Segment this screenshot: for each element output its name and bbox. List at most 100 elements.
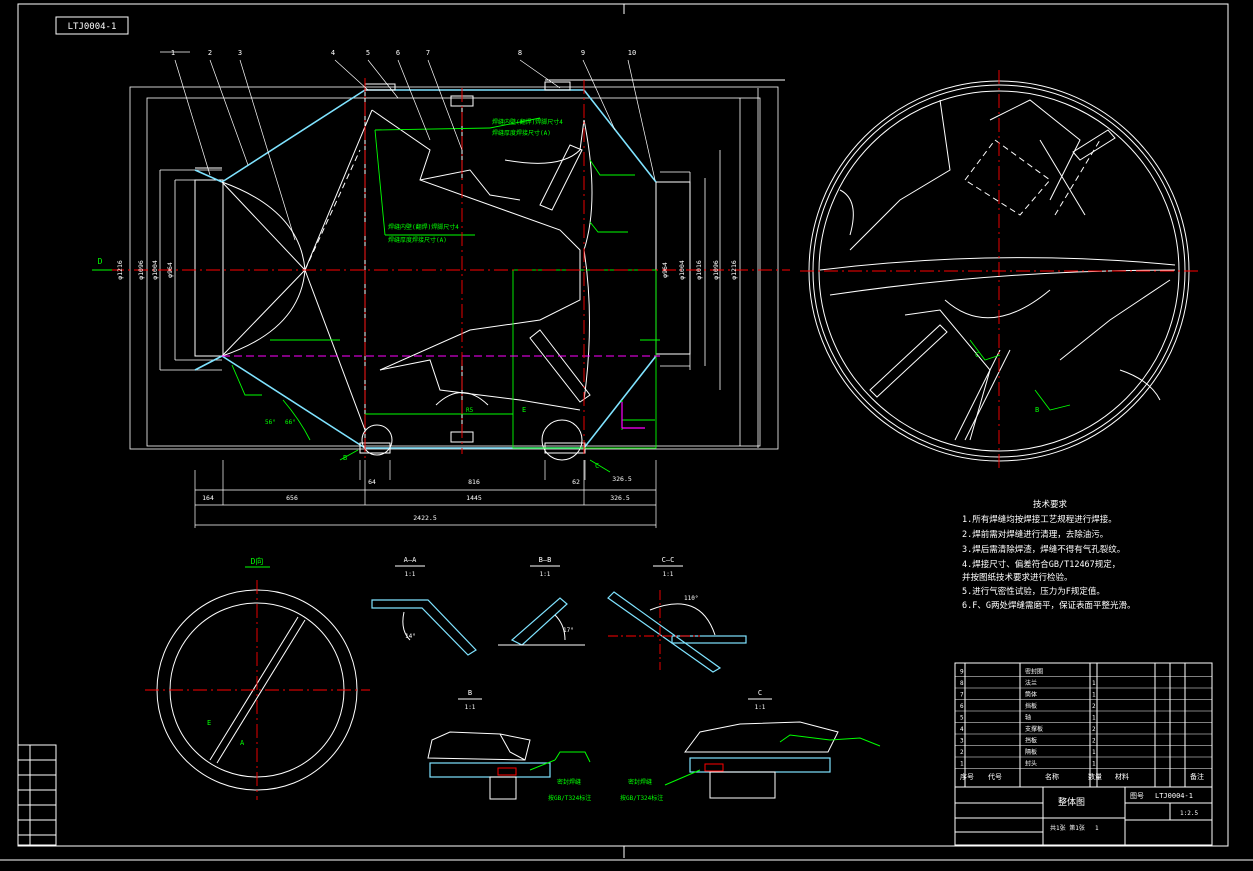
detail-c-title: C xyxy=(758,689,762,697)
dim-right-2: φ1004 xyxy=(678,260,686,280)
tb-sign-row: 共1张 第1张 xyxy=(1050,824,1085,832)
leader-number-7: 7 xyxy=(426,49,430,57)
d-view-mark-e: E xyxy=(207,719,211,727)
dim-r-label: R5 xyxy=(466,407,474,414)
dim-right-1: φ964 xyxy=(661,262,669,278)
tb-row-cell: 隔板 xyxy=(1025,748,1037,756)
tb-scale: 1:2.5 xyxy=(1180,810,1198,817)
section-a-scale: 1:1 xyxy=(405,571,416,578)
tb-row-cell: 1 xyxy=(1092,761,1096,768)
section-c-c: C—C 1:1 110° xyxy=(607,556,747,673)
angle-label-2: 66° xyxy=(285,419,296,426)
d-view-mark-a: A xyxy=(240,739,245,747)
tb-row-cell: 法兰 xyxy=(1025,679,1037,687)
section-b-angle: 17° xyxy=(563,627,574,634)
tb-row-cell: 支撑板 xyxy=(1025,725,1043,733)
section-b-scale: 1:1 xyxy=(540,571,551,578)
tech-req-item-4: 4.焊接尺寸、偏差符合GB/T12467规定， xyxy=(962,559,1120,570)
detail-c-note1: 密封焊缝 xyxy=(628,778,652,786)
leader-number-8: 8 xyxy=(518,49,522,57)
stamp-text: LTJ0004-1 xyxy=(68,22,117,32)
detail-e-mark: E xyxy=(522,406,526,414)
section-c-title: C—C xyxy=(662,556,675,564)
tech-req-item-1: 1.所有焊缝均按焊接工艺规程进行焊接。 xyxy=(962,514,1117,525)
technical-requirements: 技术要求 1.所有焊缝均按焊接工艺规程进行焊接。 2.焊前需对焊缝进行清理，去除… xyxy=(962,499,1135,611)
dim-flange-b: 62 xyxy=(572,478,580,486)
section-a-a: A—A 1:1 14° xyxy=(371,556,477,656)
dim-center: 1445 xyxy=(466,494,482,502)
drawing-border xyxy=(0,3,1253,861)
tb-row-cell: 1 xyxy=(1092,680,1096,687)
tb-drawing-label: 图号 xyxy=(1130,792,1144,800)
tb-drawing-no: LTJ0004-1 xyxy=(1155,792,1193,800)
section-a-title: A—A xyxy=(404,556,417,564)
tb-row-cell: 2 xyxy=(1092,726,1096,733)
tb-row-cell: 1 xyxy=(1092,692,1096,699)
side-mark-b: B xyxy=(1035,406,1039,414)
tb-header-qty: 数量 xyxy=(1088,772,1102,781)
detail-b: B 1:1 密封焊缝 按GB/T324标注 xyxy=(427,689,591,802)
detail-c-note2: 按GB/T324标注 xyxy=(620,794,663,802)
dim-mid-left: 816 xyxy=(468,478,480,486)
dim-right-3: φ1016 xyxy=(695,260,703,280)
tb-row-cell: 4 xyxy=(960,726,964,733)
left-revision-strip xyxy=(17,744,57,846)
section-c-angle: 110° xyxy=(684,595,698,602)
detail-b-label: B xyxy=(343,454,347,462)
section-a-angle: 14° xyxy=(405,633,416,640)
tb-header-name: 名称 xyxy=(1045,772,1059,781)
tb-row-cell: 8 xyxy=(960,680,964,687)
weld-note-1: 焊缝内壁(翻焊)焊脚尺寸4 xyxy=(492,118,563,126)
section-c-scale: 1:1 xyxy=(663,571,674,578)
detail-b-note1: 密封焊缝 xyxy=(557,778,581,786)
leader-number-3: 3 xyxy=(238,49,242,57)
dim-left-4: φ964 xyxy=(166,262,174,278)
dim-right-piece: 326.5 xyxy=(612,475,632,483)
leader-number-10: 10 xyxy=(628,49,636,57)
side-mark-c: C xyxy=(975,351,979,359)
tb-row-cell: 7 xyxy=(960,692,964,699)
d-view: D向 E A xyxy=(145,556,370,800)
dim-right-5: φ1216 xyxy=(730,260,738,280)
tb-drawing-name: 整体图 xyxy=(1058,796,1085,808)
tb-row-cell: 1 xyxy=(1092,715,1096,722)
leader-number-9: 9 xyxy=(581,49,585,57)
d-view-title: D向 xyxy=(251,556,264,566)
tb-row-cell: 9 xyxy=(960,669,964,676)
tb-header-material: 材料 xyxy=(1115,772,1129,781)
tb-row-cell: 3 xyxy=(960,738,964,745)
view-arrow-d: D xyxy=(92,257,112,271)
detail-b-title: B xyxy=(468,689,472,697)
drawing-number-stamp: LTJ0004-1 xyxy=(55,16,129,35)
tb-row-cell: 密封圈 xyxy=(1025,668,1043,676)
dim-overall: 2422.5 xyxy=(413,514,437,522)
leader-number-1: 1 xyxy=(171,49,175,57)
tb-row-cell: 挡板 xyxy=(1025,737,1037,745)
dim-left-mid: 656 xyxy=(286,494,298,502)
tech-req-item-2: 2.焊前需对焊缝进行清理，去除油污。 xyxy=(962,529,1108,540)
dim-flange-a: 64 xyxy=(368,478,376,486)
tb-qty: 1 xyxy=(1095,825,1099,832)
detail-c-label: C xyxy=(595,462,599,470)
tb-row-cell: 5 xyxy=(960,715,964,722)
dim-left-2: φ1096 xyxy=(137,260,145,280)
tb-row-cell: 1 xyxy=(960,761,964,768)
leader-number-4: 4 xyxy=(331,49,335,57)
detail-b-note2: 按GB/T324标注 xyxy=(548,794,591,802)
tech-req-item-7: 6.F、G两处焊缝需磨平，保证表面平整光滑。 xyxy=(962,600,1135,611)
weld-note-4: 焊缝厚度焊接尺寸(A) xyxy=(388,236,447,244)
tb-header-remark: 备注 xyxy=(1190,772,1204,781)
tb-row-cell: 2 xyxy=(1092,703,1096,710)
dim-right-4: φ1096 xyxy=(712,260,720,280)
tb-row-cell: 2 xyxy=(1092,738,1096,745)
weld-note-2: 焊缝厚度焊接尺寸(A) xyxy=(492,129,551,137)
tech-req-item-6: 5.进行气密性试验，压力为F规定值。 xyxy=(962,586,1105,597)
tech-req-title: 技术要求 xyxy=(1033,499,1068,510)
side-view-circle: C B xyxy=(800,70,1200,470)
angle-label-1: 56° xyxy=(265,419,276,426)
main-front-view: 焊缝内壁(翻焊)焊脚尺寸4 焊缝厚度焊接尺寸(A) 焊缝内壁(翻焊)焊脚尺寸4 … xyxy=(92,49,790,528)
section-b-title: B—B xyxy=(539,556,552,564)
tb-row-cell: 1 xyxy=(1092,749,1096,756)
